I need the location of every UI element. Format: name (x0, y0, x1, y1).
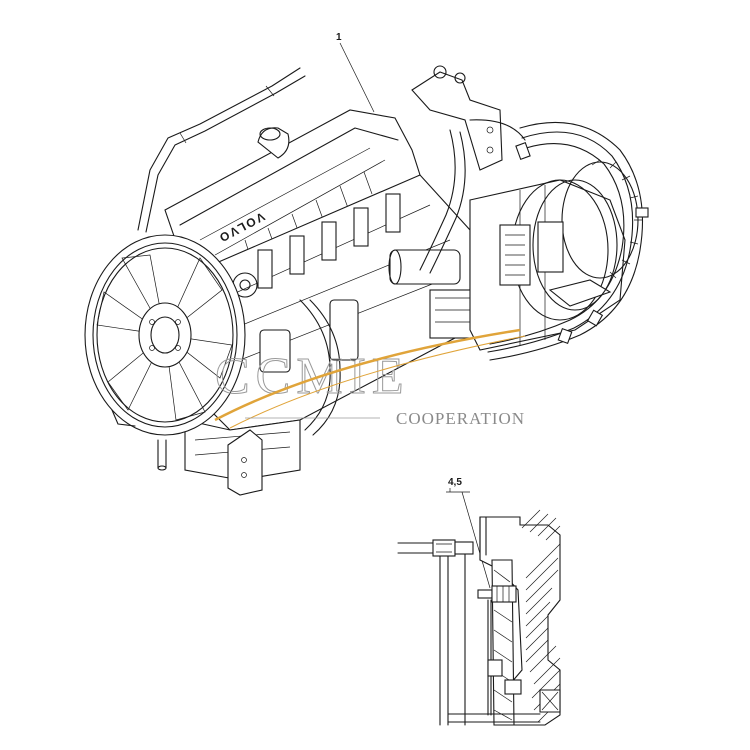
callout-1: 1 (336, 32, 375, 113)
transmission (469, 159, 642, 351)
injector-row (257, 193, 401, 289)
detail-section-view: 4,5 (397, 477, 561, 726)
hose-bundle (469, 119, 649, 361)
engine-assembly: VOLVO (137, 65, 503, 496)
cooling-fan (84, 234, 246, 436)
watermark-subtitle: COOPERATION (396, 409, 525, 428)
watermark-swoosh (214, 328, 521, 422)
watermark: CCMIE COOPERATION (214, 328, 526, 429)
callout-label-main: 1 (336, 32, 342, 43)
watermark-name: CCMIE (215, 348, 410, 405)
callout-label-detail: 4,5 (448, 477, 462, 488)
